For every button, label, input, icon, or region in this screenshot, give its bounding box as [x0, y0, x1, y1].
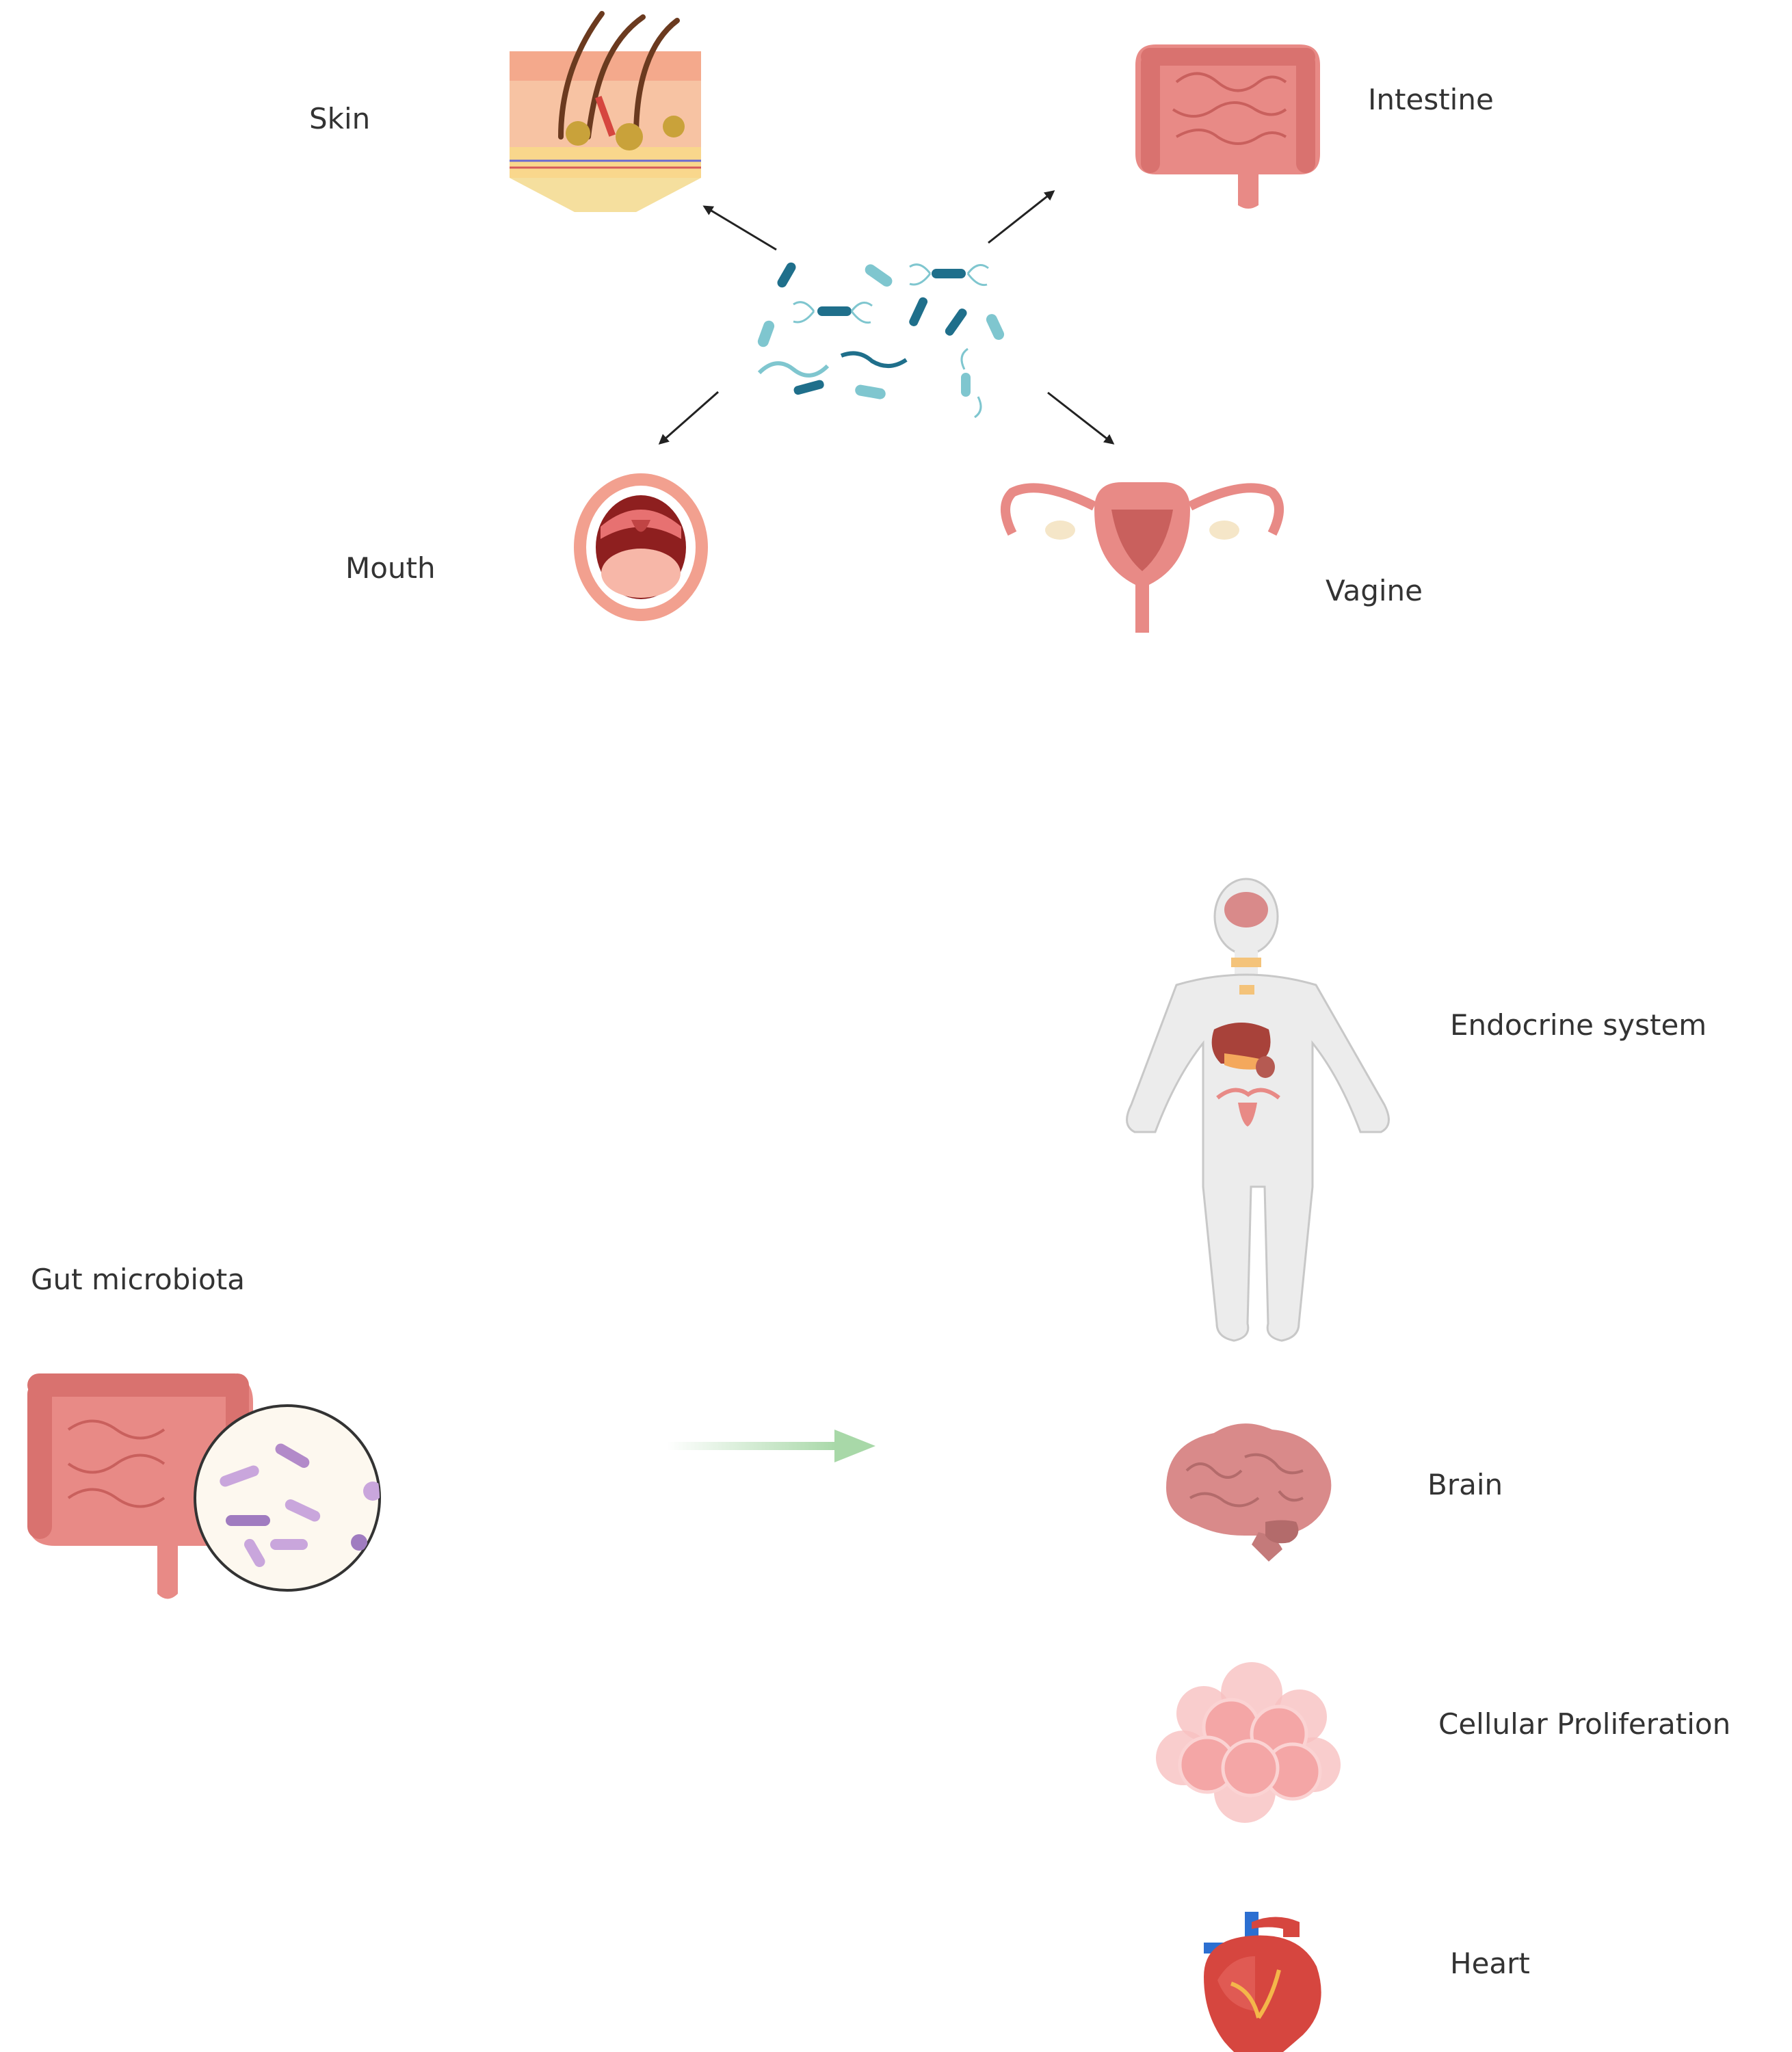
- human-body-icon: [1126, 878, 1390, 1342]
- distribution-arrows: [658, 190, 1115, 445]
- skin-layers-icon: [510, 11, 701, 212]
- green-arrow: [667, 1430, 875, 1462]
- label-cellular-proliferation: Cellular Proliferation: [1438, 1707, 1730, 1741]
- brain-icon: [1166, 1423, 1332, 1562]
- gut-with-microbe-lens-icon: [27, 1373, 381, 1599]
- open-mouth-icon: [574, 473, 708, 621]
- label-vagine: Vagine: [1326, 574, 1423, 607]
- intestine-icon: [1135, 44, 1320, 209]
- label-endocrine-system: Endocrine system: [1450, 1008, 1707, 1042]
- label-gut-microbiota: Gut microbiota: [31, 1263, 245, 1296]
- label-heart: Heart: [1450, 1947, 1530, 1980]
- bacteria-cluster-icon: [757, 262, 1005, 419]
- label-mouth: Mouth: [345, 551, 436, 585]
- cell-cluster-icon: [1156, 1662, 1341, 1823]
- label-intestine: Intestine: [1368, 83, 1494, 116]
- heart-icon: [1204, 1912, 1321, 2052]
- label-brain: Brain: [1427, 1468, 1503, 1501]
- uterus-icon: [1001, 482, 1284, 633]
- label-skin: Skin: [309, 102, 370, 135]
